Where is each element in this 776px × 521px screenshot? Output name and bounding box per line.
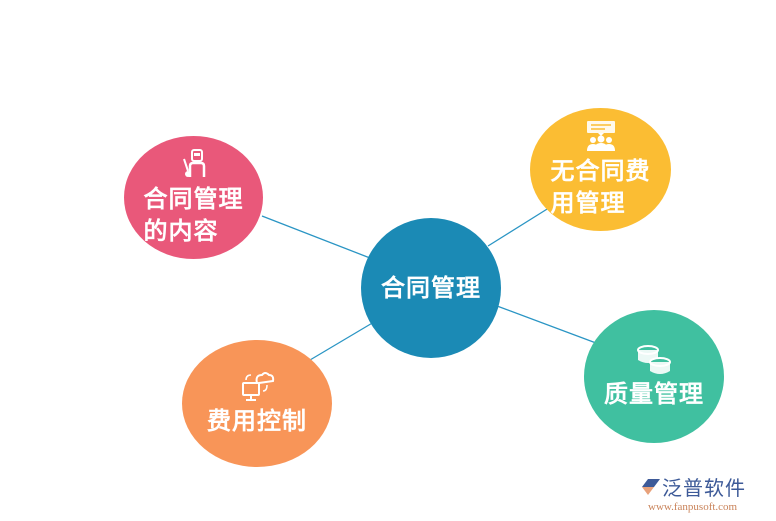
node-label: 质量管理 — [604, 379, 704, 408]
welder-worker-icon — [182, 148, 205, 177]
node-non-contract-cost: 无合同费 用管理 — [530, 108, 671, 231]
line-to-non-contract-cost — [487, 205, 553, 247]
brand-name: 泛普软件 — [662, 476, 746, 500]
node-quality: 质量管理 — [584, 310, 724, 443]
fanpu-logo-watermark: 泛普软件 www.fanpusoft.com — [640, 472, 770, 517]
center-node: 合同管理 — [361, 218, 501, 358]
node-cost-control: 费用控制 — [182, 340, 332, 467]
coins-icon — [637, 344, 671, 374]
node-label: 合同管理 的内容 — [143, 184, 244, 245]
node-label: 费用控制 — [207, 406, 307, 435]
brand-url: www.fanpusoft.com — [648, 501, 738, 513]
team-chat-icon — [586, 120, 615, 151]
node-label: 无合同费 用管理 — [550, 156, 651, 217]
center-node-label: 合同管理 — [381, 274, 481, 302]
line-to-cost-control — [309, 321, 375, 361]
cloud-sync-computer-icon — [242, 371, 275, 401]
node-contract-content: 合同管理 的内容 — [124, 136, 263, 259]
line-to-quality — [496, 305, 597, 344]
fanpu-logo-icon — [642, 478, 660, 495]
line-to-contract-content — [261, 215, 371, 259]
